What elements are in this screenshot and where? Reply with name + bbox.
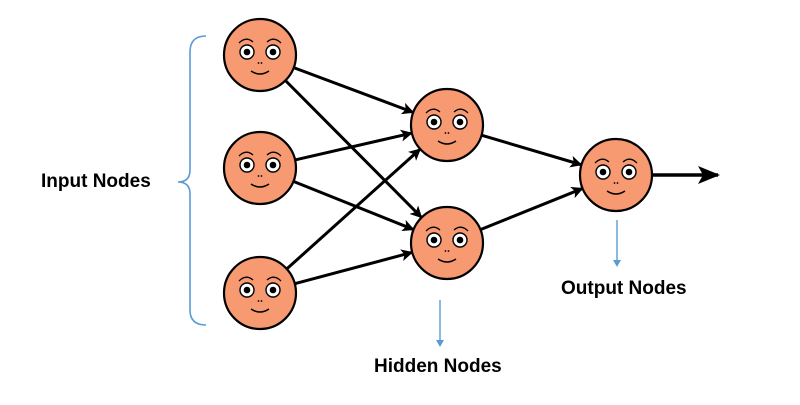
smiley-face-icon <box>409 87 485 163</box>
down-arrow-icon <box>613 220 621 267</box>
hidden-node-1 <box>409 87 485 163</box>
edge-input-1-to-hidden-1 <box>293 66 415 115</box>
input-node-2 <box>222 130 298 206</box>
input-node-3 <box>222 255 298 331</box>
down-arrow-icon <box>436 300 444 347</box>
connections <box>284 66 720 286</box>
smiley-face-icon <box>409 205 485 281</box>
input-nodes-label: Input Nodes <box>41 171 151 192</box>
hidden-node-2 <box>409 205 485 281</box>
edge-hidden-2-to-output <box>479 186 584 231</box>
edge-input-2-to-hidden-2 <box>292 180 415 232</box>
hidden-nodes-label: Hidden Nodes <box>374 356 502 377</box>
edge-hidden-1-to-output <box>481 133 583 168</box>
smiley-face-icon <box>222 255 298 331</box>
edge-input-3-to-hidden-2 <box>294 249 414 286</box>
smiley-face-icon <box>578 137 654 213</box>
left-curly-brace-icon <box>177 35 207 326</box>
smiley-face-icon <box>222 17 298 93</box>
output-nodes-label: Output Nodes <box>561 278 687 299</box>
edge-input-1-to-hidden-2 <box>284 79 423 219</box>
input-node-1 <box>222 17 298 93</box>
edge-input-2-to-hidden-1 <box>294 129 413 162</box>
output-node-1 <box>578 137 654 213</box>
edge-input-3-to-hidden-1 <box>285 148 421 271</box>
nodes <box>222 17 654 331</box>
smiley-face-icon <box>222 130 298 206</box>
